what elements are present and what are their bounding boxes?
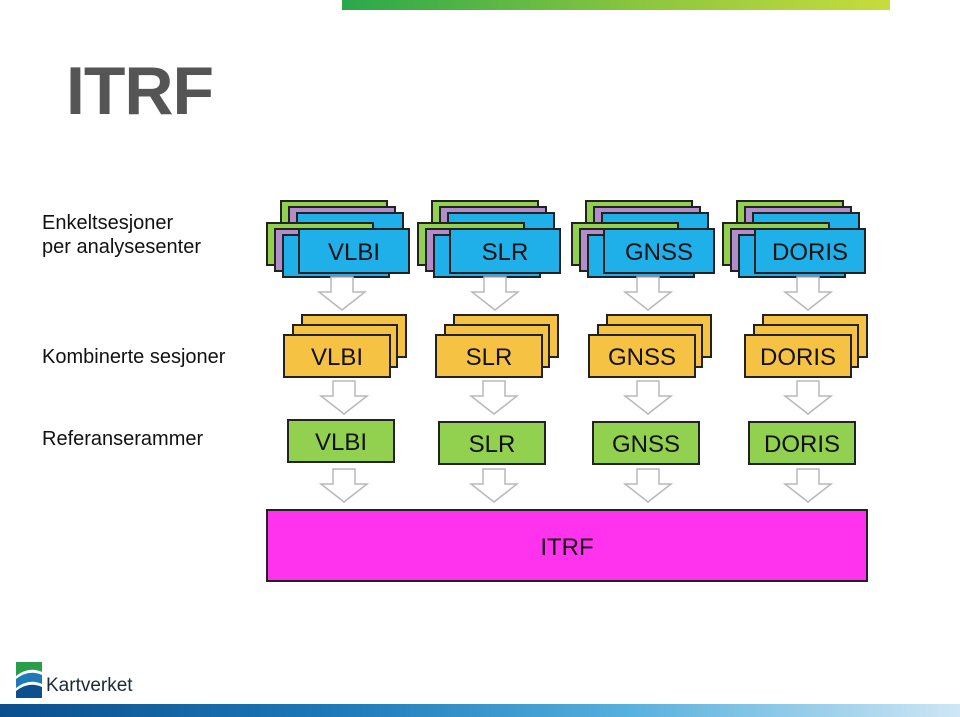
combined-card-gnss: GNSS [588, 334, 696, 378]
row-label-frames: Referanserammer [42, 428, 204, 450]
combined-card-vlbi-label: VLBI [310, 344, 364, 371]
arrow-down-sessions-slr [470, 276, 520, 311]
frame-box-doris: DORIS [748, 421, 856, 465]
frame-box-slr: SLR [438, 421, 546, 465]
arrow-down-combined-doris [783, 380, 833, 415]
top-accent-bar [342, 0, 890, 10]
arrow-down-combined-vlbi [319, 380, 369, 415]
combined-card-gnss-label: GNSS [607, 344, 676, 371]
row-label-combined: Kombinerte sesjoner [42, 346, 226, 368]
bottom-accent-bar [0, 704, 960, 717]
frame-box-vlbi-label: VLBI [314, 429, 368, 456]
session-card-slr-label: SLR [481, 239, 529, 266]
itrf-box-label: ITRF [540, 533, 594, 561]
frame-box-vlbi: VLBI [287, 419, 395, 463]
session-card-gnss: GNSS [603, 228, 715, 274]
session-card-doris-label: DORIS [771, 239, 848, 266]
arrow-down-frame-doris [783, 468, 833, 503]
session-card-vlbi-label: VLBI [327, 239, 381, 266]
combined-card-slr: SLR [435, 334, 543, 378]
kartverket-logo-icon [16, 662, 42, 703]
arrow-down-sessions-doris [783, 276, 833, 311]
frame-box-gnss-label: GNSS [611, 431, 680, 458]
combined-card-doris-label: DORIS [759, 344, 836, 371]
session-card-gnss-label: GNSS [624, 239, 693, 266]
arrow-down-combined-gnss [623, 380, 673, 415]
arrow-down-frame-gnss [623, 468, 673, 503]
page-title: ITRF [66, 53, 214, 129]
arrow-down-frame-vlbi [319, 468, 369, 503]
arrow-down-combined-slr [469, 380, 519, 415]
frame-box-gnss: GNSS [592, 421, 700, 465]
arrow-down-sessions-vlbi [317, 276, 367, 311]
frame-box-doris-label: DORIS [763, 431, 840, 458]
arrow-down-sessions-gnss [623, 276, 673, 311]
combined-card-doris: DORIS [744, 334, 852, 378]
kartverket-logo-text: Kartverket [46, 675, 133, 696]
combined-card-vlbi: VLBI [283, 334, 391, 378]
arrow-down-frame-slr [469, 468, 519, 503]
combined-card-slr-label: SLR [465, 344, 513, 371]
row-label-sessions: Enkeltsesjoner per analysesenter [42, 212, 201, 258]
itrf-box: ITRF [266, 509, 868, 582]
session-card-slr: SLR [449, 228, 561, 274]
session-card-vlbi: VLBI [298, 228, 410, 274]
session-card-doris: DORIS [754, 228, 866, 274]
frame-box-slr-label: SLR [468, 431, 516, 458]
